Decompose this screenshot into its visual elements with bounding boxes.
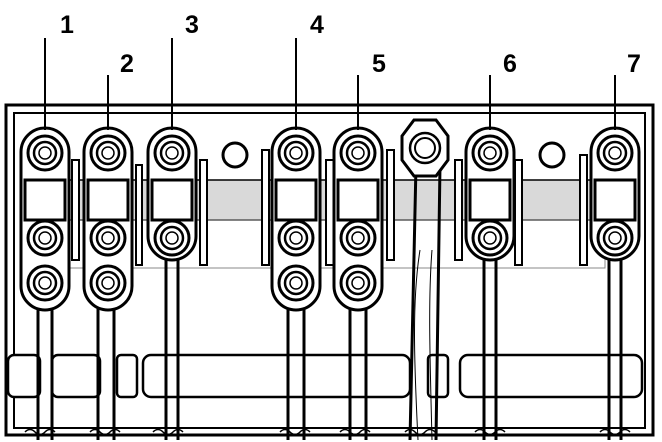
- fuse-box-housing: [4, 103, 655, 437]
- terminal-strip-5: [332, 126, 384, 440]
- callout-labels: 1 2 3 4 5 6 7: [60, 11, 641, 78]
- callout-4: 4: [310, 11, 324, 39]
- cut-lines: [24, 428, 631, 436]
- callout-3: 3: [185, 11, 199, 39]
- bottom-tabs: [6, 353, 644, 399]
- callout-2: 2: [120, 50, 134, 78]
- terminal-strips: [19, 126, 641, 440]
- callout-6: 6: [503, 50, 517, 78]
- callout-5: 5: [372, 50, 386, 78]
- callout-1: 1: [60, 11, 74, 39]
- terminal-strip-2: [82, 126, 134, 440]
- separator-strips: [71, 149, 588, 266]
- terminal-strip-1: [19, 126, 71, 440]
- terminal-strip-7: [589, 126, 641, 440]
- terminal-strip-3: [146, 126, 198, 440]
- callout-leaders: [44, 38, 616, 130]
- mounting-hole-right: [538, 141, 566, 169]
- terminal-strip-6: [464, 126, 516, 440]
- mounting-hole-left: [221, 141, 249, 169]
- main-feed-cable: [400, 118, 450, 441]
- callout-7: 7: [627, 50, 641, 78]
- terminal-strip-4: [270, 126, 322, 440]
